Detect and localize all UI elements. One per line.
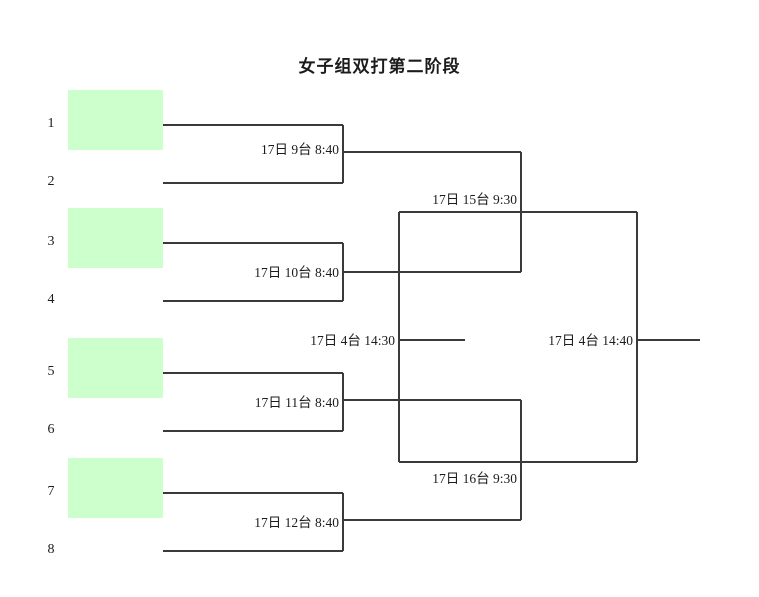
seed-box-7[interactable] xyxy=(68,458,163,518)
seed-label-8: 8 xyxy=(47,542,55,557)
match-label-r2m1[interactable]: 17日 15台 9:30 xyxy=(432,192,517,207)
seed-box-3[interactable] xyxy=(68,208,163,268)
seed-box-1[interactable] xyxy=(68,90,163,150)
seed-label-1: 1 xyxy=(47,116,55,131)
seed-label-4: 4 xyxy=(47,292,55,307)
seed-label-3: 3 xyxy=(47,234,55,249)
seed-label-2: 2 xyxy=(47,174,55,189)
match-label-final[interactable]: 17日 4台 14:40 xyxy=(548,333,633,348)
seed-box-5[interactable] xyxy=(68,338,163,398)
match-label-r1m1[interactable]: 17日 9台 8:40 xyxy=(260,142,339,157)
match-label-r1m4[interactable]: 17日 12台 8:40 xyxy=(254,515,339,530)
seed-label-6: 6 xyxy=(47,422,55,437)
seed-label-7: 7 xyxy=(47,484,55,499)
match-label-r1m3[interactable]: 17日 11台 8:40 xyxy=(254,395,339,410)
page-title: 女子组双打第二阶段 xyxy=(298,57,461,77)
match-label-r3m1[interactable]: 17日 4台 14:30 xyxy=(310,333,395,348)
match-label-r1m2[interactable]: 17日 10台 8:40 xyxy=(254,265,339,280)
seed-label-5: 5 xyxy=(47,364,55,379)
match-label-r2m2[interactable]: 17日 16台 9:30 xyxy=(432,471,517,486)
